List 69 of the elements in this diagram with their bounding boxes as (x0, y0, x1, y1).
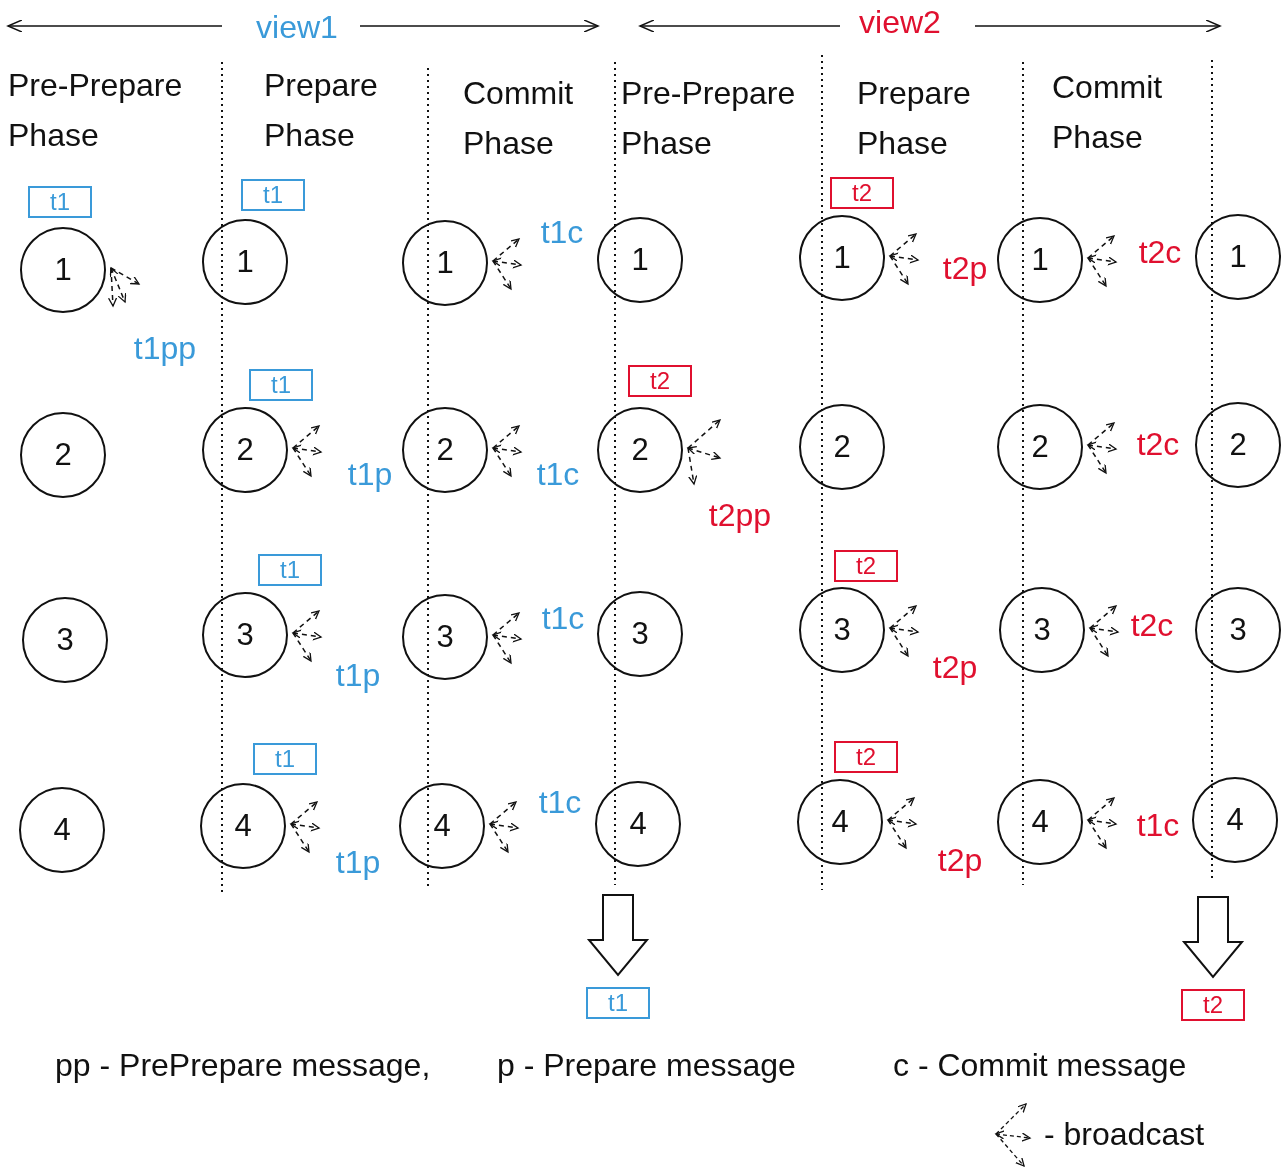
message-label: t2c (1130, 606, 1174, 644)
replica-circle: 1 (799, 215, 885, 301)
message-tag: t2 (830, 177, 894, 209)
replica-circle: 2 (597, 407, 683, 493)
message-label: t1c (538, 783, 582, 821)
replica-circle: 3 (597, 591, 683, 677)
phase-heading: Pre-Prepare Phase (8, 66, 184, 155)
message-label: t2pp (708, 496, 772, 534)
phase-heading: Commit Phase (463, 74, 575, 163)
message-label: t2c (1136, 425, 1180, 463)
message-tag: t2 (834, 741, 898, 773)
replica-circle: 4 (200, 783, 286, 869)
replica-circle: 2 (1195, 402, 1281, 488)
legend-note: p - Prepare message (497, 1046, 796, 1084)
message-label: t1p (335, 843, 381, 881)
message-tag: t1 (586, 987, 650, 1019)
message-tag: t2 (628, 365, 692, 397)
replica-circle: 1 (597, 217, 683, 303)
replica-circle: 4 (997, 779, 1083, 865)
message-tag: t1 (249, 369, 313, 401)
replica-circle: 2 (997, 404, 1083, 490)
hollow-arrow (1181, 896, 1245, 979)
message-tag: t2 (834, 550, 898, 582)
replica-circle: 3 (402, 594, 488, 680)
replica-circle: 3 (22, 597, 108, 683)
replica-circle: 1 (202, 219, 288, 305)
replica-circle: 1 (402, 220, 488, 306)
replica-circle: 4 (797, 779, 883, 865)
replica-circle: 4 (595, 781, 681, 867)
replica-circle: 2 (402, 407, 488, 493)
message-label: t1pp (133, 329, 197, 367)
replica-circle: 2 (20, 412, 106, 498)
phase-heading: Prepare Phase (264, 66, 379, 155)
message-tag: t1 (258, 554, 322, 586)
replica-circle: 4 (1192, 777, 1278, 863)
legend-note: c - Commit message (893, 1046, 1187, 1084)
phase-heading: Prepare Phase (857, 74, 972, 163)
view-label: view1 (256, 8, 338, 46)
legend-text: - broadcast (1044, 1115, 1205, 1153)
message-label: t1c (540, 213, 584, 251)
phase-heading: Commit Phase (1052, 68, 1164, 157)
replica-circle: 1 (1195, 214, 1281, 300)
message-label: t2p (942, 249, 988, 287)
message-tag: t1 (253, 743, 317, 775)
message-label: t1c (1136, 806, 1180, 844)
message-label: t1c (536, 455, 580, 493)
replica-circle: 1 (997, 217, 1083, 303)
replica-circle: 3 (799, 587, 885, 673)
phase-heading: Pre-Prepare Phase (621, 74, 797, 163)
legend-note: pp - PrePrepare message, (55, 1046, 431, 1084)
message-label: t1c (541, 599, 585, 637)
message-tag: t1 (28, 186, 92, 218)
message-label: t1p (347, 455, 393, 493)
message-label: t2p (937, 841, 983, 879)
view-label: view2 (859, 3, 941, 41)
message-label: t1p (335, 656, 381, 694)
replica-circle: 3 (999, 587, 1085, 673)
message-label: t2p (932, 648, 978, 686)
hollow-arrow (586, 894, 650, 977)
replica-circle: 4 (19, 787, 105, 873)
message-tag: t1 (241, 179, 305, 211)
replica-circle: 1 (20, 227, 106, 313)
replica-circle: 2 (799, 404, 885, 490)
replica-circle: 2 (202, 407, 288, 493)
replica-circle: 4 (399, 783, 485, 869)
replica-circle: 3 (1195, 587, 1281, 673)
message-tag: t2 (1181, 989, 1245, 1021)
message-label: t2c (1138, 233, 1182, 271)
replica-circle: 3 (202, 592, 288, 678)
